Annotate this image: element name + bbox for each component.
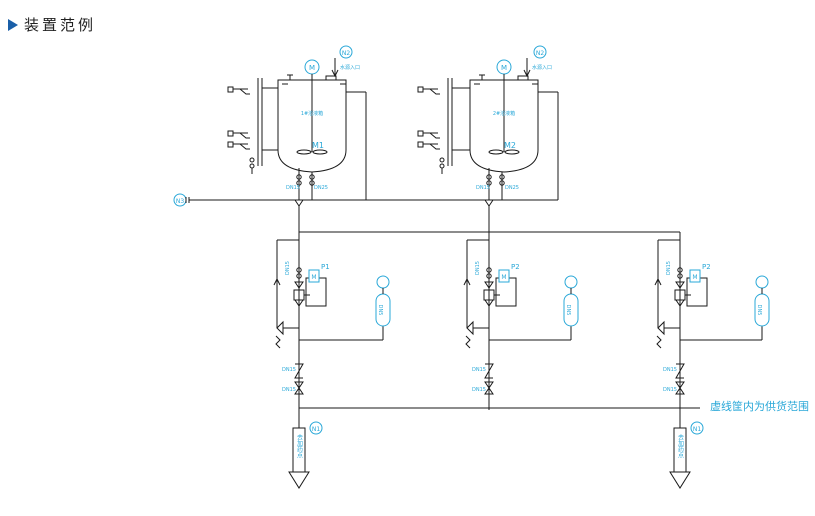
pump-2-damper: DN5 [565, 305, 571, 316]
outlet-1: N1 去加药点 [288, 412, 323, 489]
pump-3-motor: M [692, 274, 697, 281]
section-heading: 装置范例 [8, 14, 96, 35]
feed-tag: N3 [176, 198, 184, 205]
triangle-bullet-icon [8, 18, 18, 31]
tank-2-outlet-b: DN25 [505, 185, 519, 191]
discharge-header: 虚线筐内为供货范围 [298, 399, 809, 413]
pump-2-pipe-b: DN15 [472, 387, 486, 393]
outlet-1-text: 去加药点 [296, 433, 303, 459]
tank-1-outlet-a: DN15 [286, 185, 300, 191]
tank-1-inlet-tag: N2 [342, 50, 350, 57]
pump-1-pipe-a: DN15 [282, 367, 296, 373]
outlet-1-tag: N1 [312, 426, 320, 433]
pump-3-pipe-b: DN15 [663, 387, 677, 393]
pump-1-motor: M [311, 274, 316, 281]
outlet-2: N1 去加药点 [669, 412, 704, 489]
tank-1-motor-label: M [309, 64, 315, 72]
pump-3-pipe-top: DN15 [666, 261, 672, 275]
tank-2-outlet-a: DN15 [476, 185, 490, 191]
header-pipes: N3 [173, 193, 681, 240]
pump-unit-2: DN15 M P2 DN5 DN15 DN15 [463, 239, 579, 410]
scope-note: 虚线筐内为供货范围 [710, 399, 809, 413]
tank-1-label: 1#溶液箱 [301, 110, 323, 117]
tank-2-mixer-label: M2 [504, 141, 516, 150]
tank-1: M 1#溶液箱 M1 N2 水源入口 [227, 45, 367, 207]
pump-1-name: P1 [321, 263, 330, 271]
tank-1-inlet-text: 水源入口 [340, 64, 360, 71]
pump-1-damper: DN5 [377, 305, 383, 316]
section-title: 装置范例 [24, 16, 97, 34]
pump-2-name: P2 [511, 263, 520, 271]
outlet-2-text: 去加药点 [677, 433, 684, 459]
tank-1-mixer-label: M1 [312, 141, 324, 150]
pump-2-pipe-top: DN15 [475, 261, 481, 275]
outlet-2-tag: N1 [693, 426, 701, 433]
tank-2-inlet-tag: N2 [536, 50, 544, 57]
pump-3-damper: DN5 [756, 305, 762, 316]
tank-1-outlet-b: DN25 [314, 185, 328, 191]
pump-3-name: P2 [702, 263, 711, 271]
pump-1-pipe-top: DN15 [285, 261, 291, 275]
pump-2-pipe-a: DN15 [472, 367, 486, 373]
pump-unit-3: DN15 M P2 DN5 DN15 DN15 [654, 239, 770, 410]
tank-2-motor-label: M [501, 64, 507, 72]
pump-2-motor: M [501, 274, 506, 281]
pump-1-pipe-b: DN15 [282, 387, 296, 393]
tank-2: M 2#溶液箱 M2 N2 水源入口 DN15 DN [417, 45, 559, 207]
tank-2-label: 2#溶液箱 [493, 110, 515, 117]
tank-2-inlet-text: 水源入口 [532, 64, 552, 71]
pump-3-pipe-a: DN15 [663, 367, 677, 373]
pump-unit-1: DN15 M P1 DN5 DN15 DN15 [273, 239, 391, 410]
